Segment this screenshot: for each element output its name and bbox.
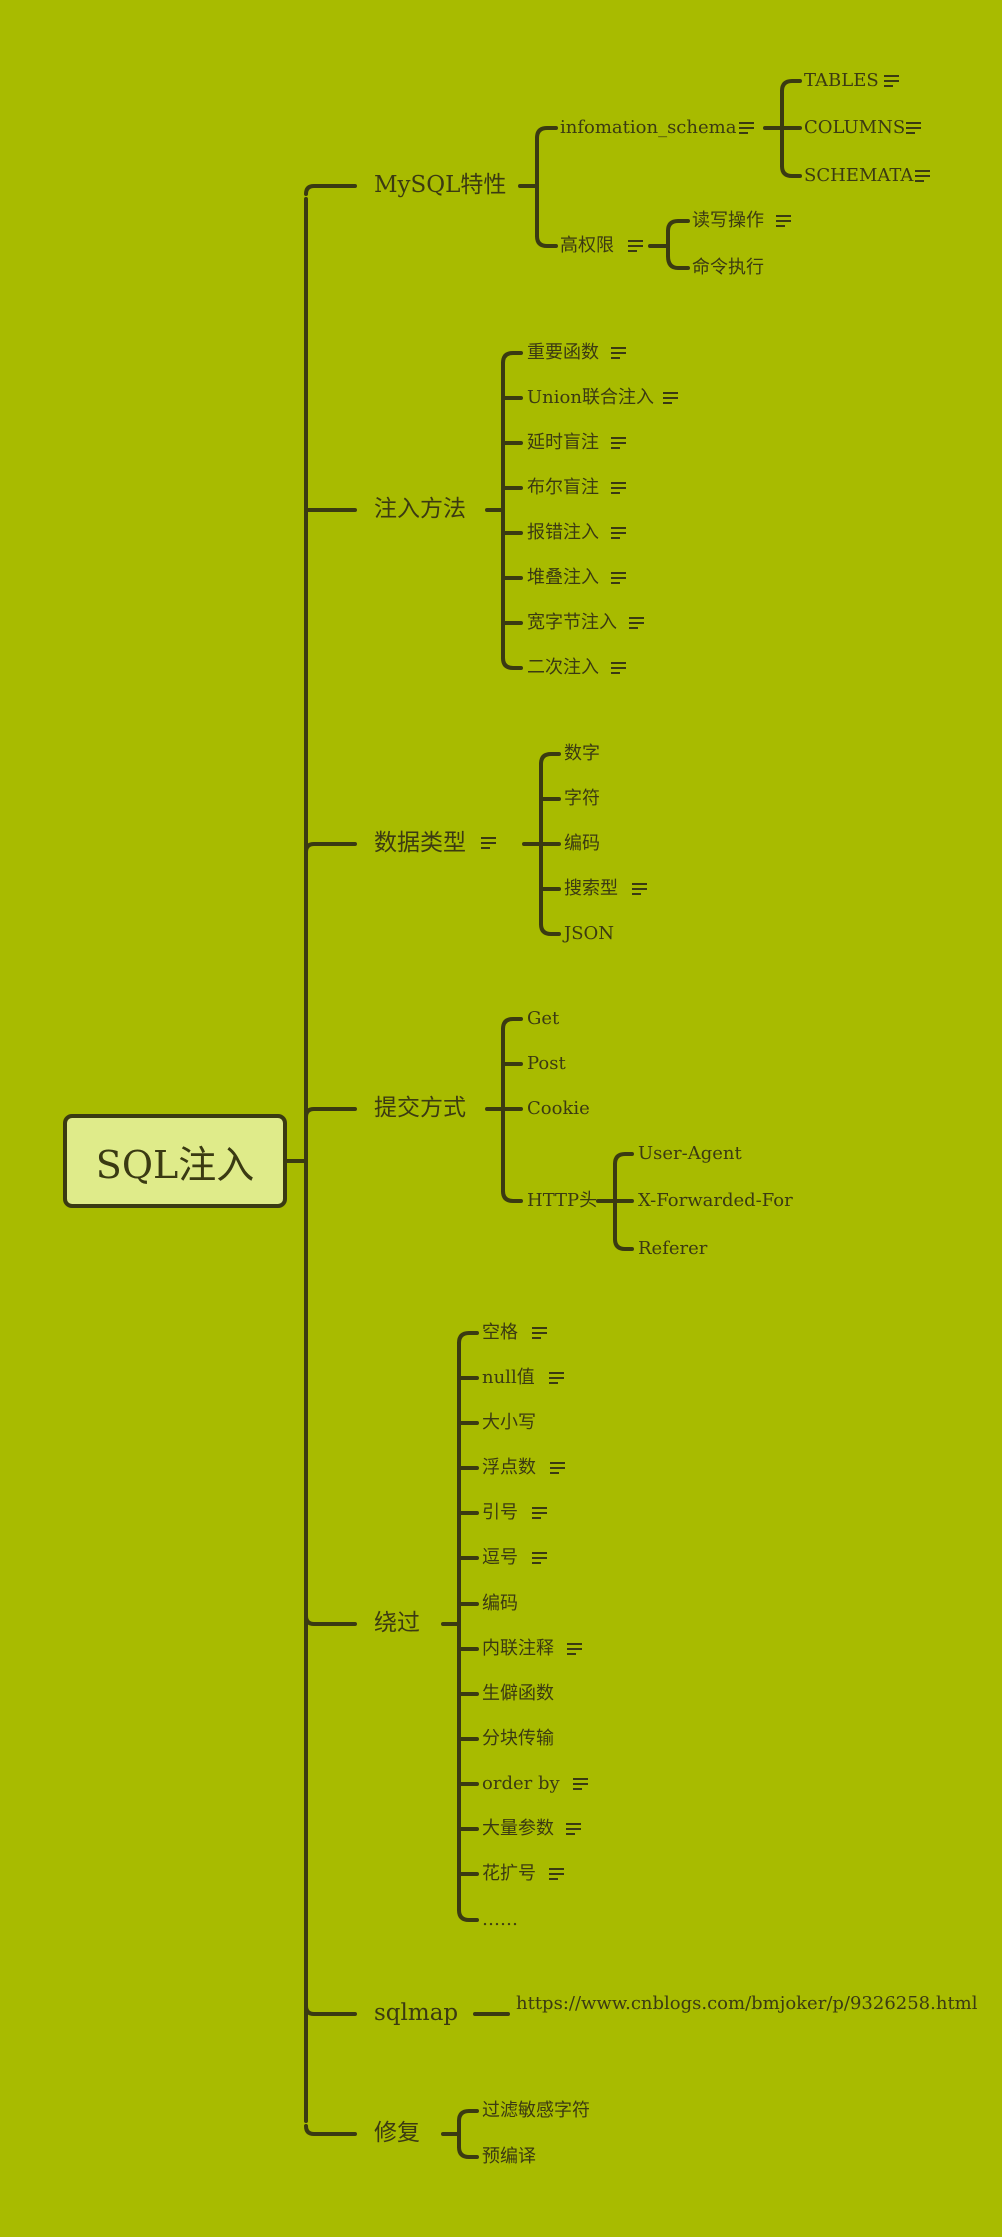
note-lines-icon[interactable] [567,1642,582,1655]
node-command-exec[interactable]: 命令执行 [692,257,764,278]
branch-submit-methods[interactable]: 提交方式 [374,1095,466,1121]
bypass-item[interactable]: 引号 [482,1502,518,1523]
node-read-write[interactable]: 读写操作 [692,210,764,231]
note-lines-icon[interactable] [629,616,644,629]
http-header-item[interactable]: Referer [638,1238,708,1259]
branch-injection-methods[interactable]: 注入方法 [374,496,466,522]
node-high-privilege[interactable]: 高权限 [560,235,614,256]
submit-item-http-header[interactable]: HTTP头 [527,1190,598,1211]
branch-sqlmap[interactable]: sqlmap [374,2000,459,2026]
bypass-item[interactable]: 分块传输 [482,1728,554,1749]
note-lines-icon[interactable] [549,1371,564,1384]
sqlmap-link[interactable]: https://www.cnblogs.com/bmjoker/p/932625… [516,1993,978,2014]
note-lines-icon[interactable] [549,1867,564,1880]
method-item[interactable]: 宽字节注入 [527,612,617,633]
root-label: SQL注入 [95,1142,255,1187]
note-lines-icon[interactable] [611,346,626,359]
fix-item[interactable]: 过滤敏感字符 [482,2100,590,2121]
datatype-item[interactable]: 字符 [564,788,600,809]
submit-item[interactable]: Cookie [527,1098,590,1119]
method-item[interactable]: 延时盲注 [527,432,599,453]
bypass-item[interactable]: 逗号 [482,1547,518,1568]
bypass-item[interactable]: 生僻函数 [482,1683,554,1704]
submit-item[interactable]: Get [527,1008,560,1029]
note-lines-icon[interactable] [915,169,930,182]
note-lines-icon[interactable] [663,391,678,404]
node-information-schema[interactable]: infomation_schema [560,117,737,138]
root-node[interactable]: SQL注入 [63,1114,287,1208]
http-header-item[interactable]: User-Agent [638,1143,742,1164]
branch-fix[interactable]: 修复 [374,2120,420,2146]
bypass-item[interactable]: 空格 [482,1322,518,1343]
bypass-item[interactable]: 编码 [482,1593,518,1614]
note-lines-icon[interactable] [906,121,921,134]
fix-item[interactable]: 预编译 [482,2146,536,2167]
note-lines-icon[interactable] [739,121,754,134]
bypass-item[interactable]: 大量参数 [482,1818,554,1839]
note-lines-icon[interactable] [611,436,626,449]
note-lines-icon[interactable] [566,1822,581,1835]
method-item[interactable]: 堆叠注入 [527,567,599,588]
method-item[interactable]: 二次注入 [527,657,599,678]
note-lines-icon[interactable] [532,1506,547,1519]
note-lines-icon[interactable] [550,1461,565,1474]
method-item[interactable]: Union联合注入 [527,387,654,408]
datatype-item[interactable]: 搜索型 [564,878,618,899]
bypass-item[interactable]: 浮点数 [482,1457,536,1478]
submit-item[interactable]: Post [527,1053,566,1074]
branch-mysql-features[interactable]: MySQL特性 [374,172,507,198]
note-lines-icon[interactable] [573,1777,588,1790]
note-lines-icon[interactable] [611,526,626,539]
note-lines-icon[interactable] [481,836,496,849]
node-columns[interactable]: COLUMNS [804,117,906,138]
method-item[interactable]: 布尔盲注 [527,477,599,498]
note-lines-icon[interactable] [776,214,791,227]
note-lines-icon[interactable] [628,239,643,252]
http-header-item[interactable]: X-Forwarded-For [638,1190,793,1211]
note-lines-icon[interactable] [611,571,626,584]
note-lines-icon[interactable] [884,74,899,87]
node-schemata[interactable]: SCHEMATA [804,165,914,186]
method-item[interactable]: 报错注入 [527,522,599,543]
datatype-item[interactable]: 数字 [564,743,600,764]
branch-data-types[interactable]: 数据类型 [374,830,466,856]
node-tables[interactable]: TABLES [804,70,879,91]
bypass-item[interactable]: null值 [482,1367,535,1388]
note-lines-icon[interactable] [532,1326,547,1339]
note-lines-icon[interactable] [632,882,647,895]
bypass-item[interactable]: …… [482,1909,518,1930]
note-lines-icon[interactable] [611,661,626,674]
branch-bypass[interactable]: 绕过 [374,1610,420,1636]
note-lines-icon[interactable] [611,481,626,494]
datatype-item[interactable]: 编码 [564,833,600,854]
bypass-item[interactable]: 大小写 [482,1412,536,1433]
bypass-item[interactable]: 内联注释 [482,1638,554,1659]
bypass-item[interactable]: order by [482,1773,560,1794]
note-lines-icon[interactable] [532,1551,547,1564]
bypass-item[interactable]: 花扩号 [482,1863,536,1884]
datatype-item[interactable]: JSON [564,923,615,944]
method-item[interactable]: 重要函数 [527,342,599,363]
